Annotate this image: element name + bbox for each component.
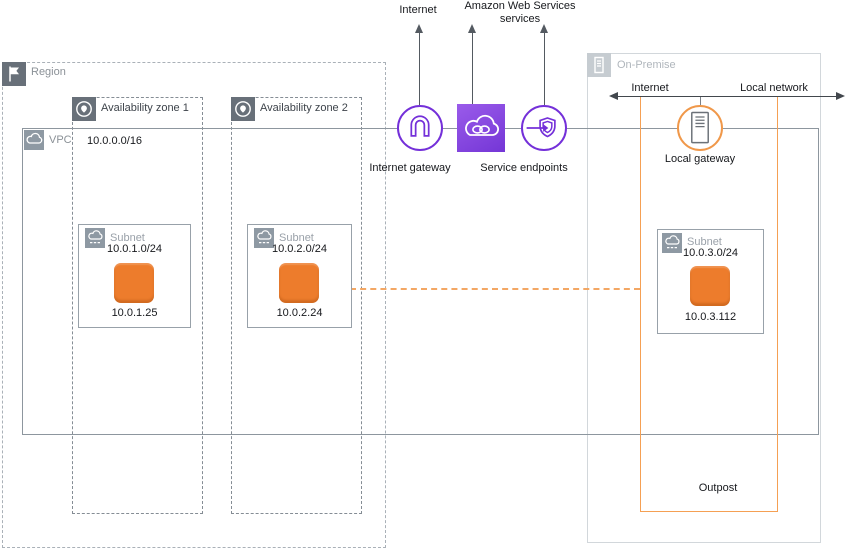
aws-arrow-line-2 [544,31,545,105]
on-premise-label: On-Premise [617,59,676,71]
subnet2-cidr: 10.0.2.0/24 [271,243,328,255]
subnet3-label: Subnet [687,236,722,248]
az1-pin-icon [72,97,96,121]
region-box [2,62,386,548]
az2-pin-icon [231,97,255,121]
subnet-icon [662,233,682,253]
on-premise-box [587,53,821,543]
subnet1-box: Subnet 10.0.1.0/24 10.0.1.25 [78,224,191,328]
vpc-outpost-connector-line [350,288,640,290]
local-gateway-connector [700,97,701,106]
outpost-label: Outpost [698,482,738,494]
ec2-instance-icon [114,263,154,303]
onprem-network-line [616,96,837,97]
subnet1-cidr: 10.0.1.0/24 [106,243,163,255]
az1-box [72,97,203,514]
internet-label: Internet [399,4,437,16]
aws-arrow-line-1 [472,31,473,104]
az1-label: Availability zone 1 [101,102,189,114]
az2-box [231,97,362,514]
vpc-cloud-icon [24,130,44,150]
local-gateway-icon [677,105,723,151]
arrow-to-aws-icon [540,24,548,33]
arrow-to-onprem-internet-icon [609,92,618,100]
ec2-instance-icon [279,263,319,303]
service-endpoints-icon [521,105,567,151]
subnet3-cidr: 10.0.3.0/24 [682,247,739,259]
region-label: Region [31,66,66,78]
aws-privatelink-endpoint-icon [457,104,505,152]
az2-label: Availability zone 2 [260,102,348,114]
subnet3-box: Subnet 10.0.3.0/24 10.0.3.112 [657,229,764,334]
internet-arrow-line [419,31,420,105]
subnet3-instance-ip: 10.0.3.112 [684,311,737,323]
subnet2-box: Subnet 10.0.2.0/24 10.0.2.24 [247,224,352,328]
onprem-internet-label: Internet [631,82,669,94]
internet-gateway-label: Internet gateway [369,162,451,174]
local-gateway-label: Local gateway [664,153,736,165]
service-endpoints-label: Service endpoints [480,162,568,174]
subnet2-label: Subnet [279,232,314,244]
subnet-icon [254,228,274,248]
arrow-to-aws-icon [468,24,476,33]
arrow-to-internet-icon [415,24,423,33]
internet-gateway-icon [397,105,443,151]
subnet1-instance-ip: 10.0.1.25 [111,307,158,319]
region-icon [2,62,26,86]
aws-services-label: Amazon Web Services services [455,0,585,26]
ec2-instance-icon [690,266,730,306]
outpost-box [640,97,778,512]
subnet1-label: Subnet [110,232,145,244]
on-premise-icon [587,53,611,77]
arrow-to-local-network-icon [836,92,845,100]
subnet2-instance-ip: 10.0.2.24 [276,307,323,319]
aws-services-label-line1: Amazon Web Services [464,0,576,12]
aws-services-label-line2: services [499,13,541,25]
local-network-label: Local network [740,82,808,94]
subnet-icon [85,228,105,248]
vpc-cidr: 10.0.0.0/16 [87,135,143,147]
vpc-label: VPC [49,134,72,146]
